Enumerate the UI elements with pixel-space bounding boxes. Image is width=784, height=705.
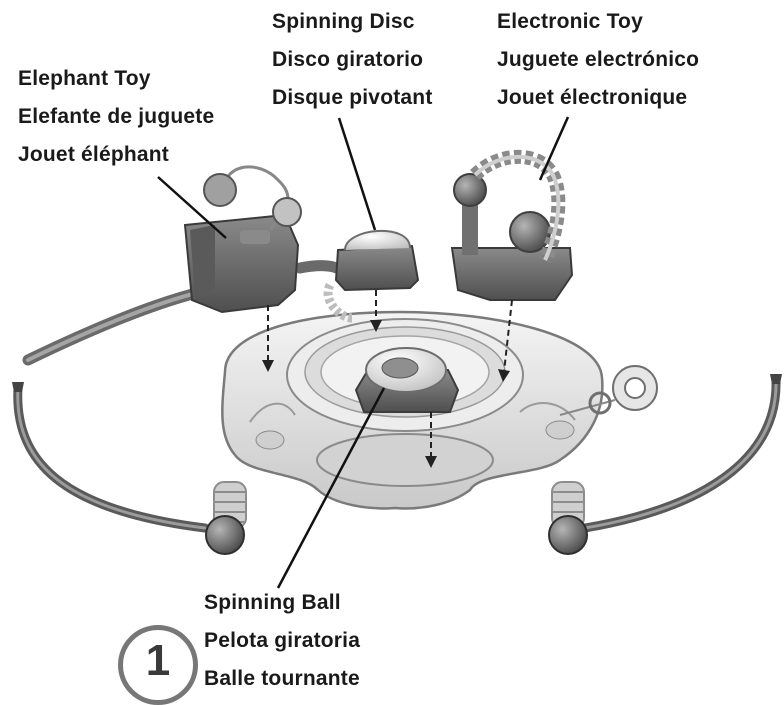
right-foot-ball [549, 516, 587, 554]
elephant-toy-label-fr: Jouet éléphant [18, 136, 214, 174]
electronic-toy-label: Electronic Toy Juguete electrónico Jouet… [497, 3, 699, 117]
spinning-disc-label: Spinning Disc Disco giratorio Disque piv… [272, 3, 433, 117]
step-number: 1 [123, 636, 193, 686]
electronic-toy-label-fr: Jouet électronique [497, 79, 699, 117]
electronic-toy-label-es: Juguete electrónico [497, 41, 699, 79]
left-foot-ball [206, 516, 244, 554]
electronic-toy-label-en: Electronic Toy [497, 3, 699, 41]
elephant-toy-label-es: Elefante de juguete [18, 98, 214, 136]
spinning-disc-label-fr: Disque pivotant [272, 79, 433, 117]
elephant-toy-part [185, 167, 301, 312]
spinning-ball-label-fr: Balle tournante [204, 660, 360, 698]
spinning-ball-label-es: Pelota giratoria [204, 622, 360, 660]
electronic-toy-part [452, 157, 572, 300]
spinning-disc-label-en: Spinning Disc [272, 3, 433, 41]
spinning-disc-part [328, 231, 418, 318]
step-number-badge: 1 [118, 625, 198, 705]
elephant-toy-label: Elephant Toy Elefante de juguete Jouet é… [18, 60, 214, 174]
elephant-toy-label-en: Elephant Toy [18, 60, 214, 98]
spinning-disc-label-es: Disco giratorio [272, 41, 433, 79]
left-leg-tube [12, 382, 205, 528]
spinning-ball-label-en: Spinning Ball [204, 584, 360, 622]
spinning-ball-label: Spinning Ball Pelota giratoria Balle tou… [204, 584, 360, 698]
